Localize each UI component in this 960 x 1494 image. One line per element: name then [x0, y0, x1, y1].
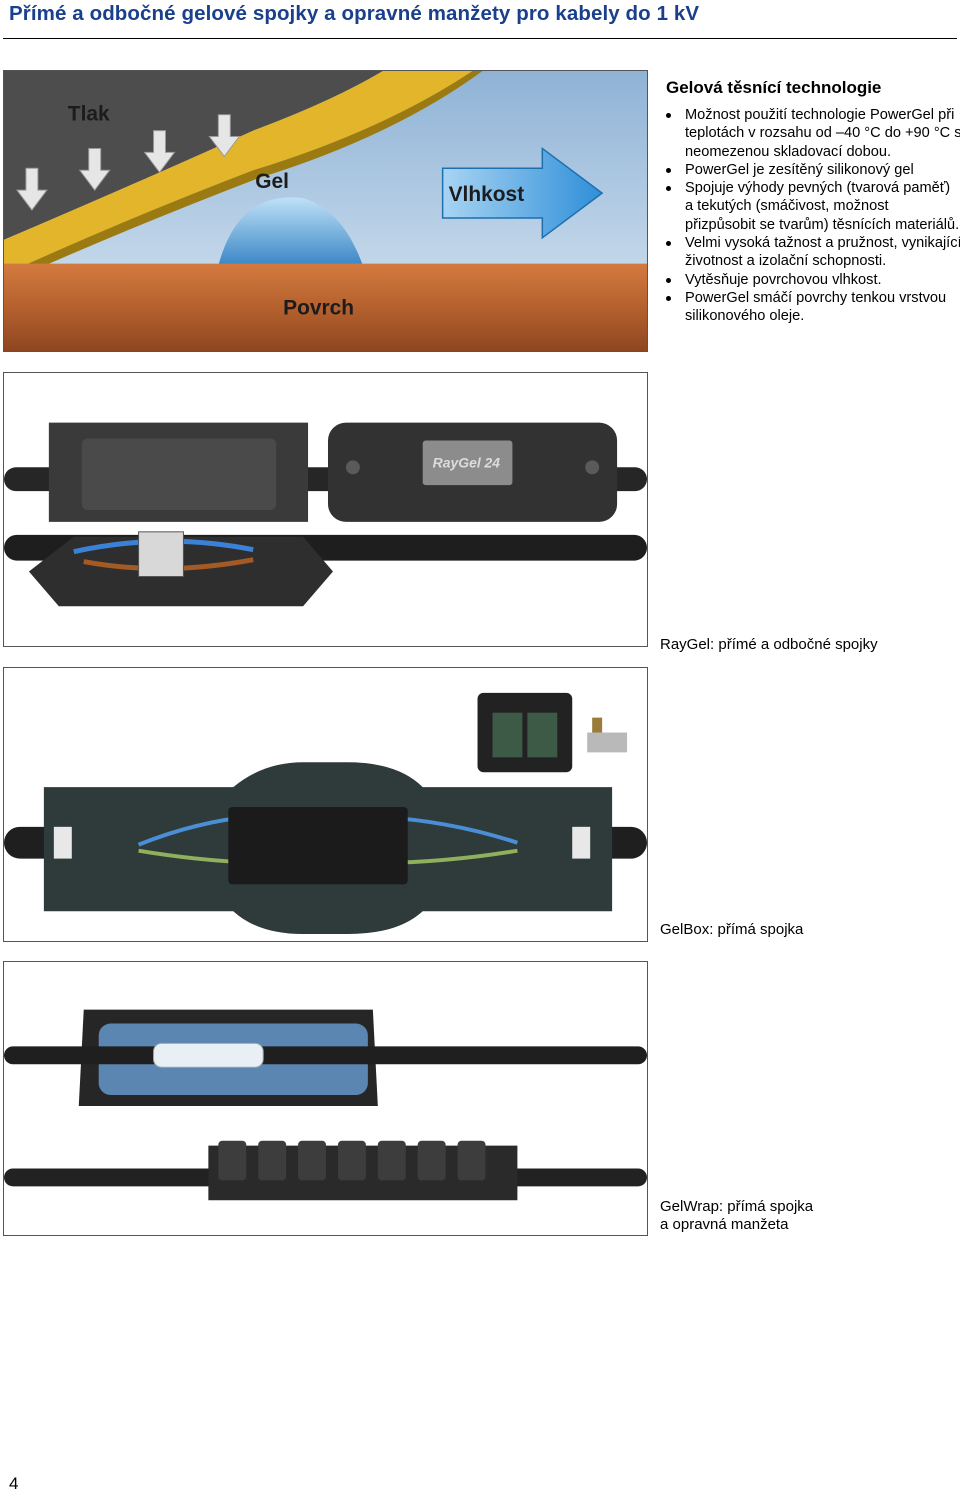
title-divider	[3, 38, 957, 39]
gelbox-photo	[3, 667, 648, 942]
caption-gelwrap-line2: a opravná manžeta	[660, 1216, 789, 1233]
gel-diagram: Tlak Gel Vlhkost Povrch	[3, 70, 648, 352]
gelwrap-photo	[3, 961, 648, 1236]
technology-bullet-list: Možnost použití technologie PowerGel při…	[662, 106, 960, 326]
bullet-item: Vytěsňuje povrchovou vlhkost.	[662, 271, 960, 289]
bullet-item: Velmi vysoká tažnost a pružnost, vynikaj…	[662, 234, 960, 271]
bullet-item: PowerGel je zesítěný silikonový gel	[662, 161, 960, 179]
page-number: 4	[9, 1474, 19, 1493]
caption-gelbox: GelBox: přímá spojka	[660, 921, 804, 938]
bullet-item: Spojuje výhody pevných (tvarová paměť) a…	[662, 179, 960, 234]
raygel-product-label: RayGel 24	[433, 454, 501, 470]
label-moisture: Vlhkost	[449, 183, 525, 206]
bullet-item: Možnost použití technologie PowerGel při…	[662, 106, 960, 161]
page-title: Přímé a odbočné gelové spojky a opravné …	[9, 2, 700, 25]
label-surface: Povrch	[283, 296, 354, 319]
label-pressure: Tlak	[68, 103, 110, 126]
raygel-photo: RayGel 24	[3, 372, 648, 647]
caption-raygel: RayGel: přímé a odbočné spojky	[660, 636, 878, 653]
technology-heading: Gelová těsnící technologie	[666, 78, 882, 97]
bullet-item: PowerGel smáčí povrchy tenkou vrstvou si…	[662, 289, 960, 326]
caption-gelwrap-line1: GelWrap: přímá spojka	[660, 1198, 814, 1215]
caption-gelwrap: GelWrap: přímá spojka a opravná manžeta	[660, 1198, 813, 1234]
label-gel: Gel	[255, 170, 289, 193]
